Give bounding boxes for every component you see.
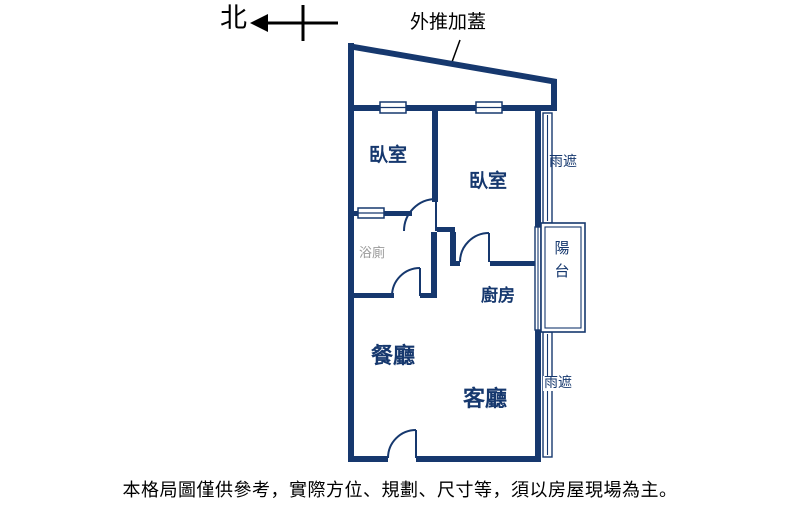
wall-bedroom2-left — [450, 232, 456, 266]
extension-pointer-line — [451, 39, 461, 63]
compass-arrowhead-icon — [250, 14, 268, 32]
extension-label: 外推加蓋 — [410, 12, 487, 33]
wall-bedroom2-bottom-right — [490, 261, 541, 266]
entry-door-arc — [387, 429, 417, 459]
doors — [387, 198, 490, 459]
room-label-bathroom: 浴廁 — [359, 245, 386, 260]
balcony-sliding-door — [534, 226, 542, 331]
room-label-dining: 餐廳 — [371, 343, 416, 368]
windows — [357, 101, 503, 219]
room-label-living: 客廳 — [463, 386, 508, 411]
bedroom2-door-arc — [459, 232, 490, 263]
wall-bathroom-bottom-stub — [420, 293, 437, 298]
wall-bottom-left — [348, 456, 388, 462]
rain-shelter-upper-label: 雨遮 — [549, 155, 577, 170]
rain-shelter-lower-label: 雨遮 — [543, 376, 573, 392]
room-label-kitchen: 廚房 — [481, 286, 515, 305]
bedroom1-door-arc — [403, 198, 437, 232]
wall-top-horizontal — [348, 105, 557, 111]
wall-right-upper — [535, 105, 541, 227]
balcony-outer-rect — [540, 222, 586, 333]
bathroom-door-arc — [391, 267, 421, 297]
wall-bathroom-bottom — [348, 293, 394, 298]
room-label-bedroom-right: 臥室 — [469, 171, 508, 192]
wall-right-lower — [535, 330, 541, 462]
balcony-outline — [540, 222, 586, 333]
north-compass — [250, 5, 338, 41]
wall-bedroom-divider — [432, 111, 438, 202]
wall-bathroom-right — [431, 232, 437, 298]
wall-hall-top — [437, 227, 455, 232]
wall-topright-edge — [551, 79, 557, 111]
disclaimer-text: 本格局圖僅供參考，實際方位、規劃、尺寸等，須以房屋現場為主。 — [122, 480, 678, 500]
wall-left-outer — [348, 43, 354, 462]
balcony-inner-rect — [544, 226, 582, 329]
wall-top-slanted — [348, 43, 557, 85]
wall-bedroom2-bottom-left — [450, 261, 460, 266]
room-label-balcony: 陽台 — [552, 240, 569, 286]
room-label-bedroom-top: 臥室 — [369, 145, 408, 166]
wall-bottom-right — [416, 456, 541, 462]
floorplan-walls — [348, 43, 557, 462]
north-label: 北 — [220, 3, 247, 33]
